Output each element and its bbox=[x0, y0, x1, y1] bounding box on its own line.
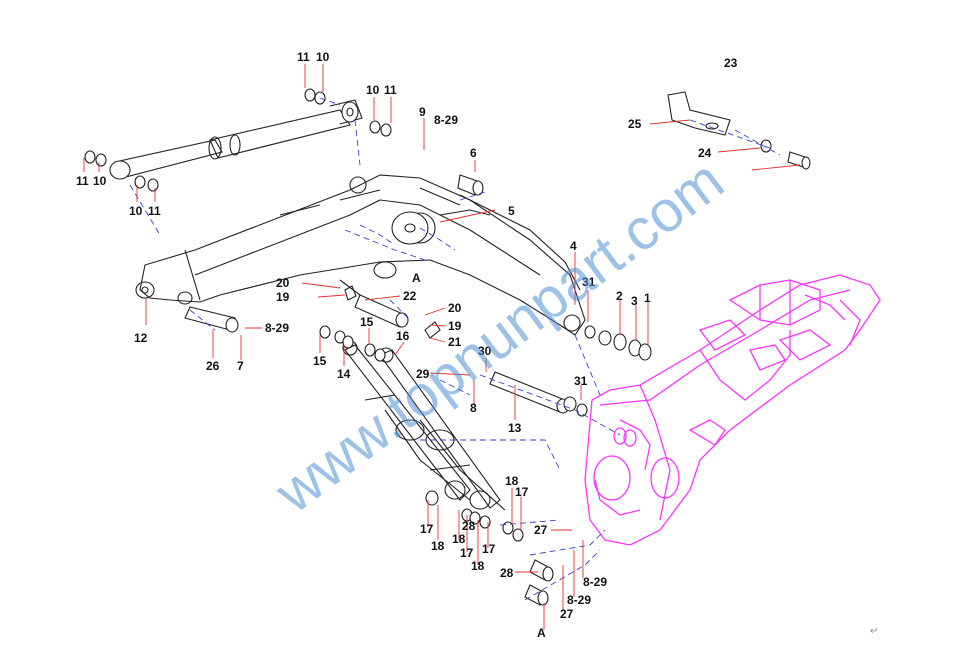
part-label: 22 bbox=[403, 289, 417, 303]
part-label: 25 bbox=[628, 117, 642, 131]
part-label: 10 bbox=[316, 50, 330, 64]
part-label: 18 bbox=[431, 539, 445, 553]
hidden-lines bbox=[129, 97, 781, 601]
part-label: 19 bbox=[276, 290, 290, 304]
part-label: 10 bbox=[129, 204, 143, 218]
part-label: 18 bbox=[505, 474, 519, 488]
part-label: 11 bbox=[148, 204, 161, 218]
part-label: 26 bbox=[206, 359, 220, 373]
leader-lines bbox=[83, 64, 801, 630]
part-label: 9 bbox=[419, 105, 426, 119]
part-label: 16 bbox=[396, 329, 410, 343]
part-label: 31 bbox=[582, 275, 596, 289]
part-label: 1 bbox=[644, 291, 651, 305]
lift-cylinders bbox=[342, 340, 506, 511]
part-label: 10 bbox=[366, 83, 380, 97]
part-label: 3 bbox=[631, 294, 638, 308]
part-label: 31 bbox=[574, 374, 588, 388]
part-label: 30 bbox=[478, 344, 492, 358]
part-label: 17 bbox=[482, 542, 496, 556]
boom bbox=[135, 174, 586, 336]
part-label: 12 bbox=[134, 331, 148, 345]
part-label: 13 bbox=[508, 421, 522, 435]
part-label: 29 bbox=[416, 367, 430, 381]
part-label: 11 bbox=[297, 50, 310, 64]
detail-a-title: 23 bbox=[724, 56, 738, 70]
part-label: 5 bbox=[508, 204, 515, 218]
part-label: 27 bbox=[560, 607, 574, 621]
part-label: 14 bbox=[337, 367, 351, 381]
return-mark: ↵ bbox=[870, 626, 878, 637]
part-label: 11 bbox=[384, 83, 397, 97]
part-label: 24 bbox=[698, 146, 712, 160]
part-label: 4 bbox=[570, 239, 577, 253]
part-label: 8 bbox=[470, 401, 477, 415]
part-label: 7 bbox=[237, 359, 244, 373]
part-label: 8-29 bbox=[265, 321, 289, 335]
part-label: 18 bbox=[452, 532, 466, 546]
part-label: 20 bbox=[276, 276, 290, 290]
part-label: 10 bbox=[93, 174, 107, 188]
part-label: 19 bbox=[448, 319, 462, 333]
upper-frame bbox=[584, 274, 881, 546]
part-label: 11 bbox=[76, 174, 89, 188]
part-label: 8-29 bbox=[583, 575, 607, 589]
part-label: 21 bbox=[448, 335, 462, 349]
part-label: 17 bbox=[460, 546, 474, 560]
part-label: 28 bbox=[500, 566, 514, 580]
part-label: 17 bbox=[515, 485, 529, 499]
part-label: 6 bbox=[470, 146, 477, 160]
part-label: 15 bbox=[313, 354, 327, 368]
part-label: 17 bbox=[420, 522, 434, 536]
watermark-text: www.topnunpart.com bbox=[263, 148, 735, 526]
part-label: 18 bbox=[471, 559, 485, 573]
part-label: 2 bbox=[616, 289, 623, 303]
part-label: 27 bbox=[534, 523, 548, 537]
part-label: 20 bbox=[448, 301, 462, 315]
part-label: 15 bbox=[360, 315, 374, 329]
part-labels: 11 10 10 11 9 8-29 6 5 4 31 2 3 1 11 10 … bbox=[76, 50, 738, 640]
part-label: 8-29 bbox=[434, 113, 458, 127]
pins-and-washers bbox=[84, 88, 652, 606]
part-label: 28 bbox=[462, 519, 476, 533]
boom-cylinder bbox=[109, 99, 363, 180]
part-label: A bbox=[537, 626, 546, 640]
view-marker: A bbox=[412, 271, 421, 285]
part-label: 8-29 bbox=[567, 593, 591, 607]
